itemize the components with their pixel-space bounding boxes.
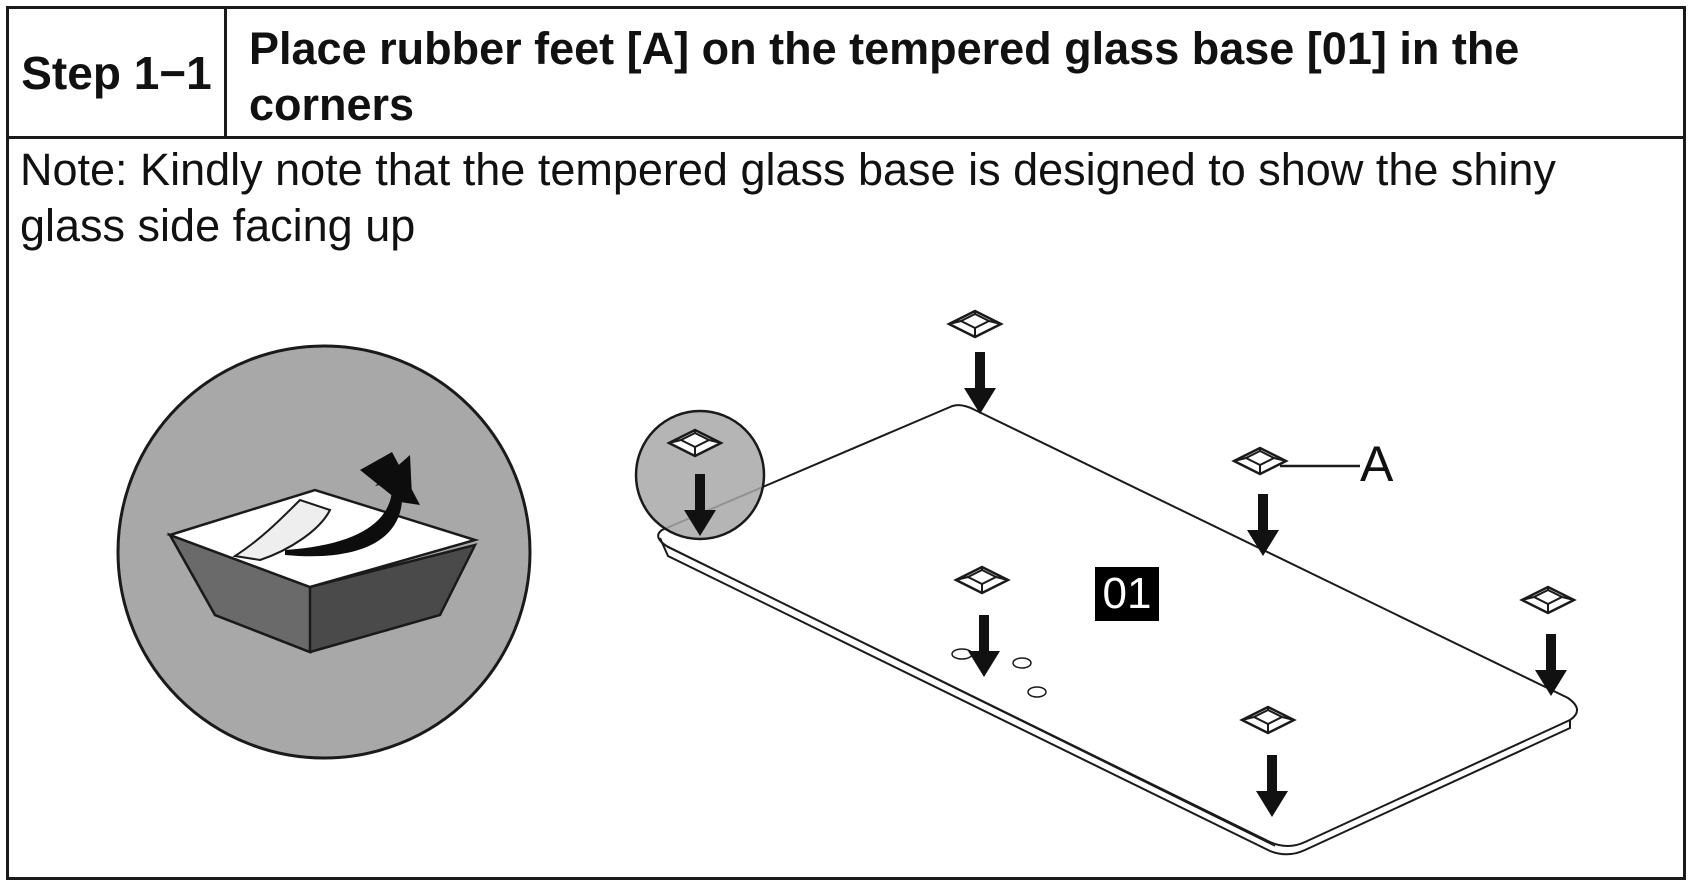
rubber-foot-icon [1232, 446, 1288, 476]
note-text: Note: Kindly note that the tempered glas… [20, 144, 1556, 251]
rubber-foot-icon [947, 309, 1003, 339]
step-number: Step 1−1 [9, 9, 227, 136]
callout-label: A [1360, 436, 1394, 492]
glass-base [657, 404, 1578, 856]
part-number-tag: 01 [1095, 567, 1159, 621]
peel-arrow-icon [285, 452, 420, 557]
step-title: Place rubber feet [A] on the tempered gl… [249, 23, 1520, 130]
step-header: Step 1−1 Place rubber feet [A] on the te… [9, 9, 1683, 139]
instruction-sheet: Step 1−1 Place rubber feet [A] on the te… [6, 6, 1686, 880]
detail-circle [116, 344, 532, 760]
down-arrow-icon [964, 352, 996, 414]
rubber-foot-icon [1520, 585, 1576, 615]
rubber-foot-detail-icon [166, 488, 480, 654]
